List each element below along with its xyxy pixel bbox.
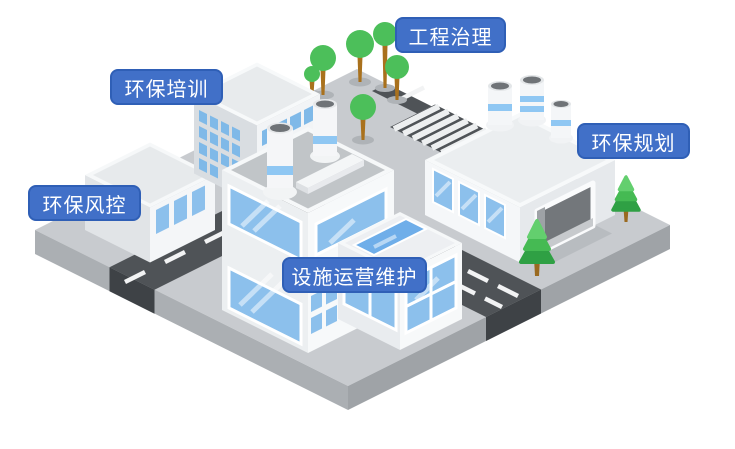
- smokestack: [486, 81, 514, 132]
- crosswalk-stripes: [392, 103, 488, 156]
- road-lower-left-edge-cut: [109, 267, 155, 314]
- windows: [156, 185, 205, 234]
- smokestack: [549, 100, 573, 144]
- smokestack: [263, 122, 297, 200]
- arch-shadow: [535, 225, 612, 264]
- label-environmental-risk-control[interactable]: 环保风控: [28, 185, 141, 221]
- label-environmental-planning[interactable]: 环保规划: [577, 123, 690, 159]
- road-lower-right-dashes: [453, 268, 520, 310]
- main-facility-building: [222, 99, 394, 353]
- pine-trees: [519, 175, 641, 276]
- pine-tree: [611, 175, 641, 222]
- annex-building: [338, 212, 462, 350]
- building-roof-inner: [202, 66, 312, 122]
- label-engineering-treatment[interactable]: 工程治理: [395, 17, 506, 53]
- smokestack: [310, 99, 340, 163]
- glass-streaks: [238, 199, 356, 314]
- pine-tree: [519, 219, 555, 276]
- road-lower-left-dashes: [123, 229, 227, 285]
- skylight-streak: [373, 234, 397, 249]
- planning-factory: [425, 75, 615, 264]
- label-environmental-training[interactable]: 环保培训: [110, 69, 223, 105]
- label-facility-operation-maintenance[interactable]: 设施运营维护: [282, 257, 427, 293]
- round-tree: [350, 94, 376, 145]
- smokestack: [518, 75, 546, 127]
- round-tree: [346, 30, 374, 87]
- road-lower-right-edge-cut: [486, 289, 541, 341]
- round-tree: [373, 22, 397, 92]
- window-grid: [199, 110, 240, 179]
- glass-streaks: [434, 180, 504, 224]
- roof-panel: [296, 154, 364, 194]
- road-top-exit-dash: [400, 85, 426, 101]
- round-tree: [385, 55, 409, 104]
